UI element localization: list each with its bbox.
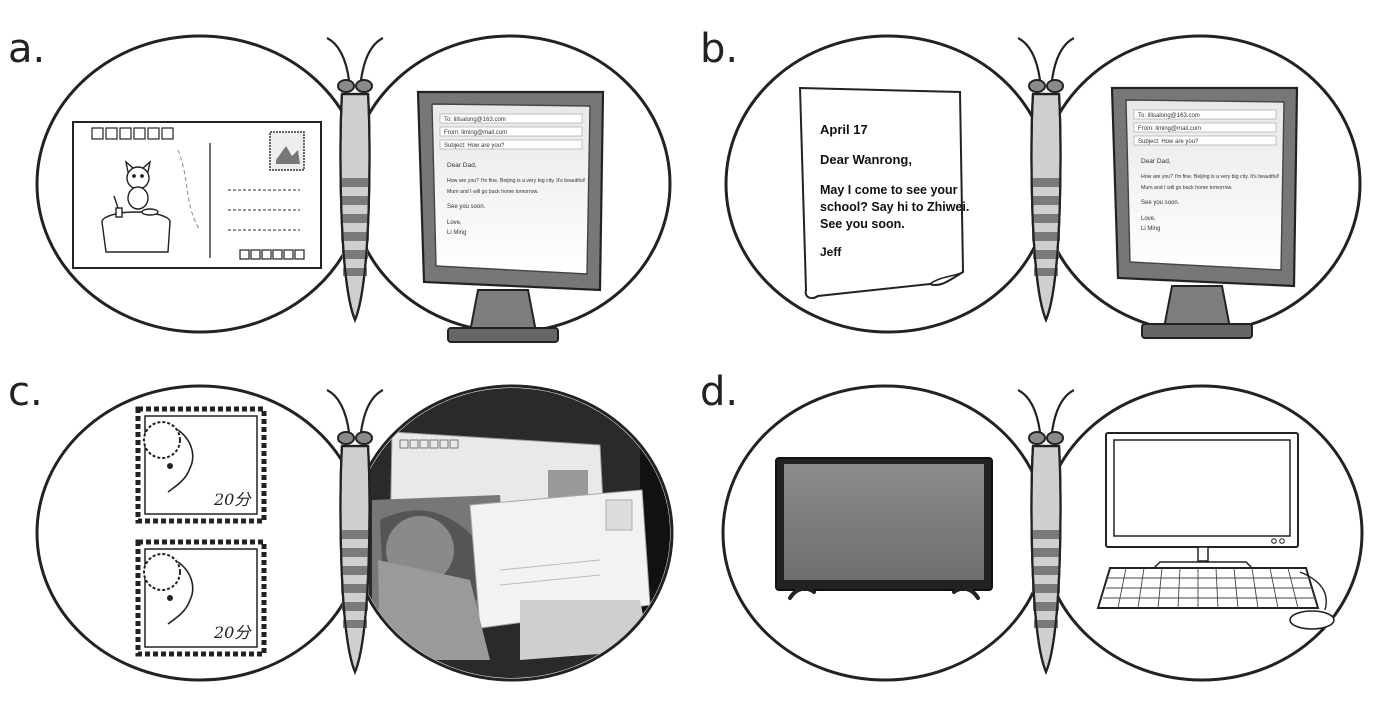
letter-line-3: See you soon.: [820, 217, 905, 231]
postcards-photo: [354, 388, 670, 678]
email-from: From: liming@mail.com: [444, 130, 507, 136]
email-screen: To: lilisalong@163.com From: liming@mail…: [1138, 113, 1279, 232]
email-to: To: lilisalong@163.com: [444, 117, 506, 123]
email-body-2: Mum and I will go back home tomorrow.: [447, 189, 538, 195]
letter-date: April 17: [820, 122, 868, 137]
email-subject: Subject: How are you?: [444, 143, 505, 149]
letter-line-1: May I come to see your: [820, 183, 958, 197]
panel-label: c.: [8, 369, 43, 415]
email-greeting: Dear Dad,: [1141, 158, 1171, 165]
panel-label: b.: [700, 26, 738, 72]
email-screen: To: lilisalong@163.com From: liming@mail…: [444, 117, 585, 236]
panel-label: d.: [700, 369, 738, 415]
panel-b: b. April 17 Dear Wanrong, May I come to …: [700, 26, 1362, 340]
stamp-value: 20分: [213, 490, 252, 509]
email-body-1: How are you? I'm fine. Beijing is a very…: [447, 178, 585, 184]
email-closing: See you soon.: [1141, 200, 1180, 206]
panel-a: a.: [8, 26, 672, 344]
email-greeting: Dear Dad,: [447, 162, 477, 169]
letter-line-2: school? Say hi to Zhiwei.: [820, 200, 969, 214]
email-closing: See you soon.: [447, 204, 486, 210]
email-from: From: liming@mail.com: [1138, 126, 1201, 132]
handwritten-letter: April 17 Dear Wanrong, May I come to see…: [798, 86, 969, 299]
email-body-2: Mum and I will go back home tomorrow.: [1141, 185, 1232, 191]
letter-greeting: Dear Wanrong,: [820, 152, 912, 167]
panel-c: c. 20分 20分: [8, 369, 674, 682]
stamp-top: 20分: [135, 406, 267, 524]
television: [775, 457, 993, 600]
cat-drawing: [101, 160, 171, 253]
email-to: To: lilisalong@163.com: [1138, 113, 1200, 119]
stamp-bottom: 20分: [135, 539, 267, 657]
postcard: [72, 121, 322, 269]
desktop-computer: [1096, 432, 1335, 630]
letter-signature: Jeff: [820, 245, 842, 259]
panel-label: a.: [8, 26, 45, 72]
email-signoff-2: Li Ming: [1141, 226, 1160, 232]
email-signoff-1: Love,: [1141, 216, 1156, 222]
panel-d: d.: [700, 369, 1364, 682]
email-body-1: How are you? I'm fine. Beijing is a very…: [1141, 174, 1279, 180]
stamp-value: 20分: [213, 623, 252, 642]
email-signoff-1: Love,: [447, 220, 462, 226]
email-subject: Subject: How are you?: [1138, 139, 1199, 145]
email-signoff-2: Li Ming: [447, 230, 466, 236]
